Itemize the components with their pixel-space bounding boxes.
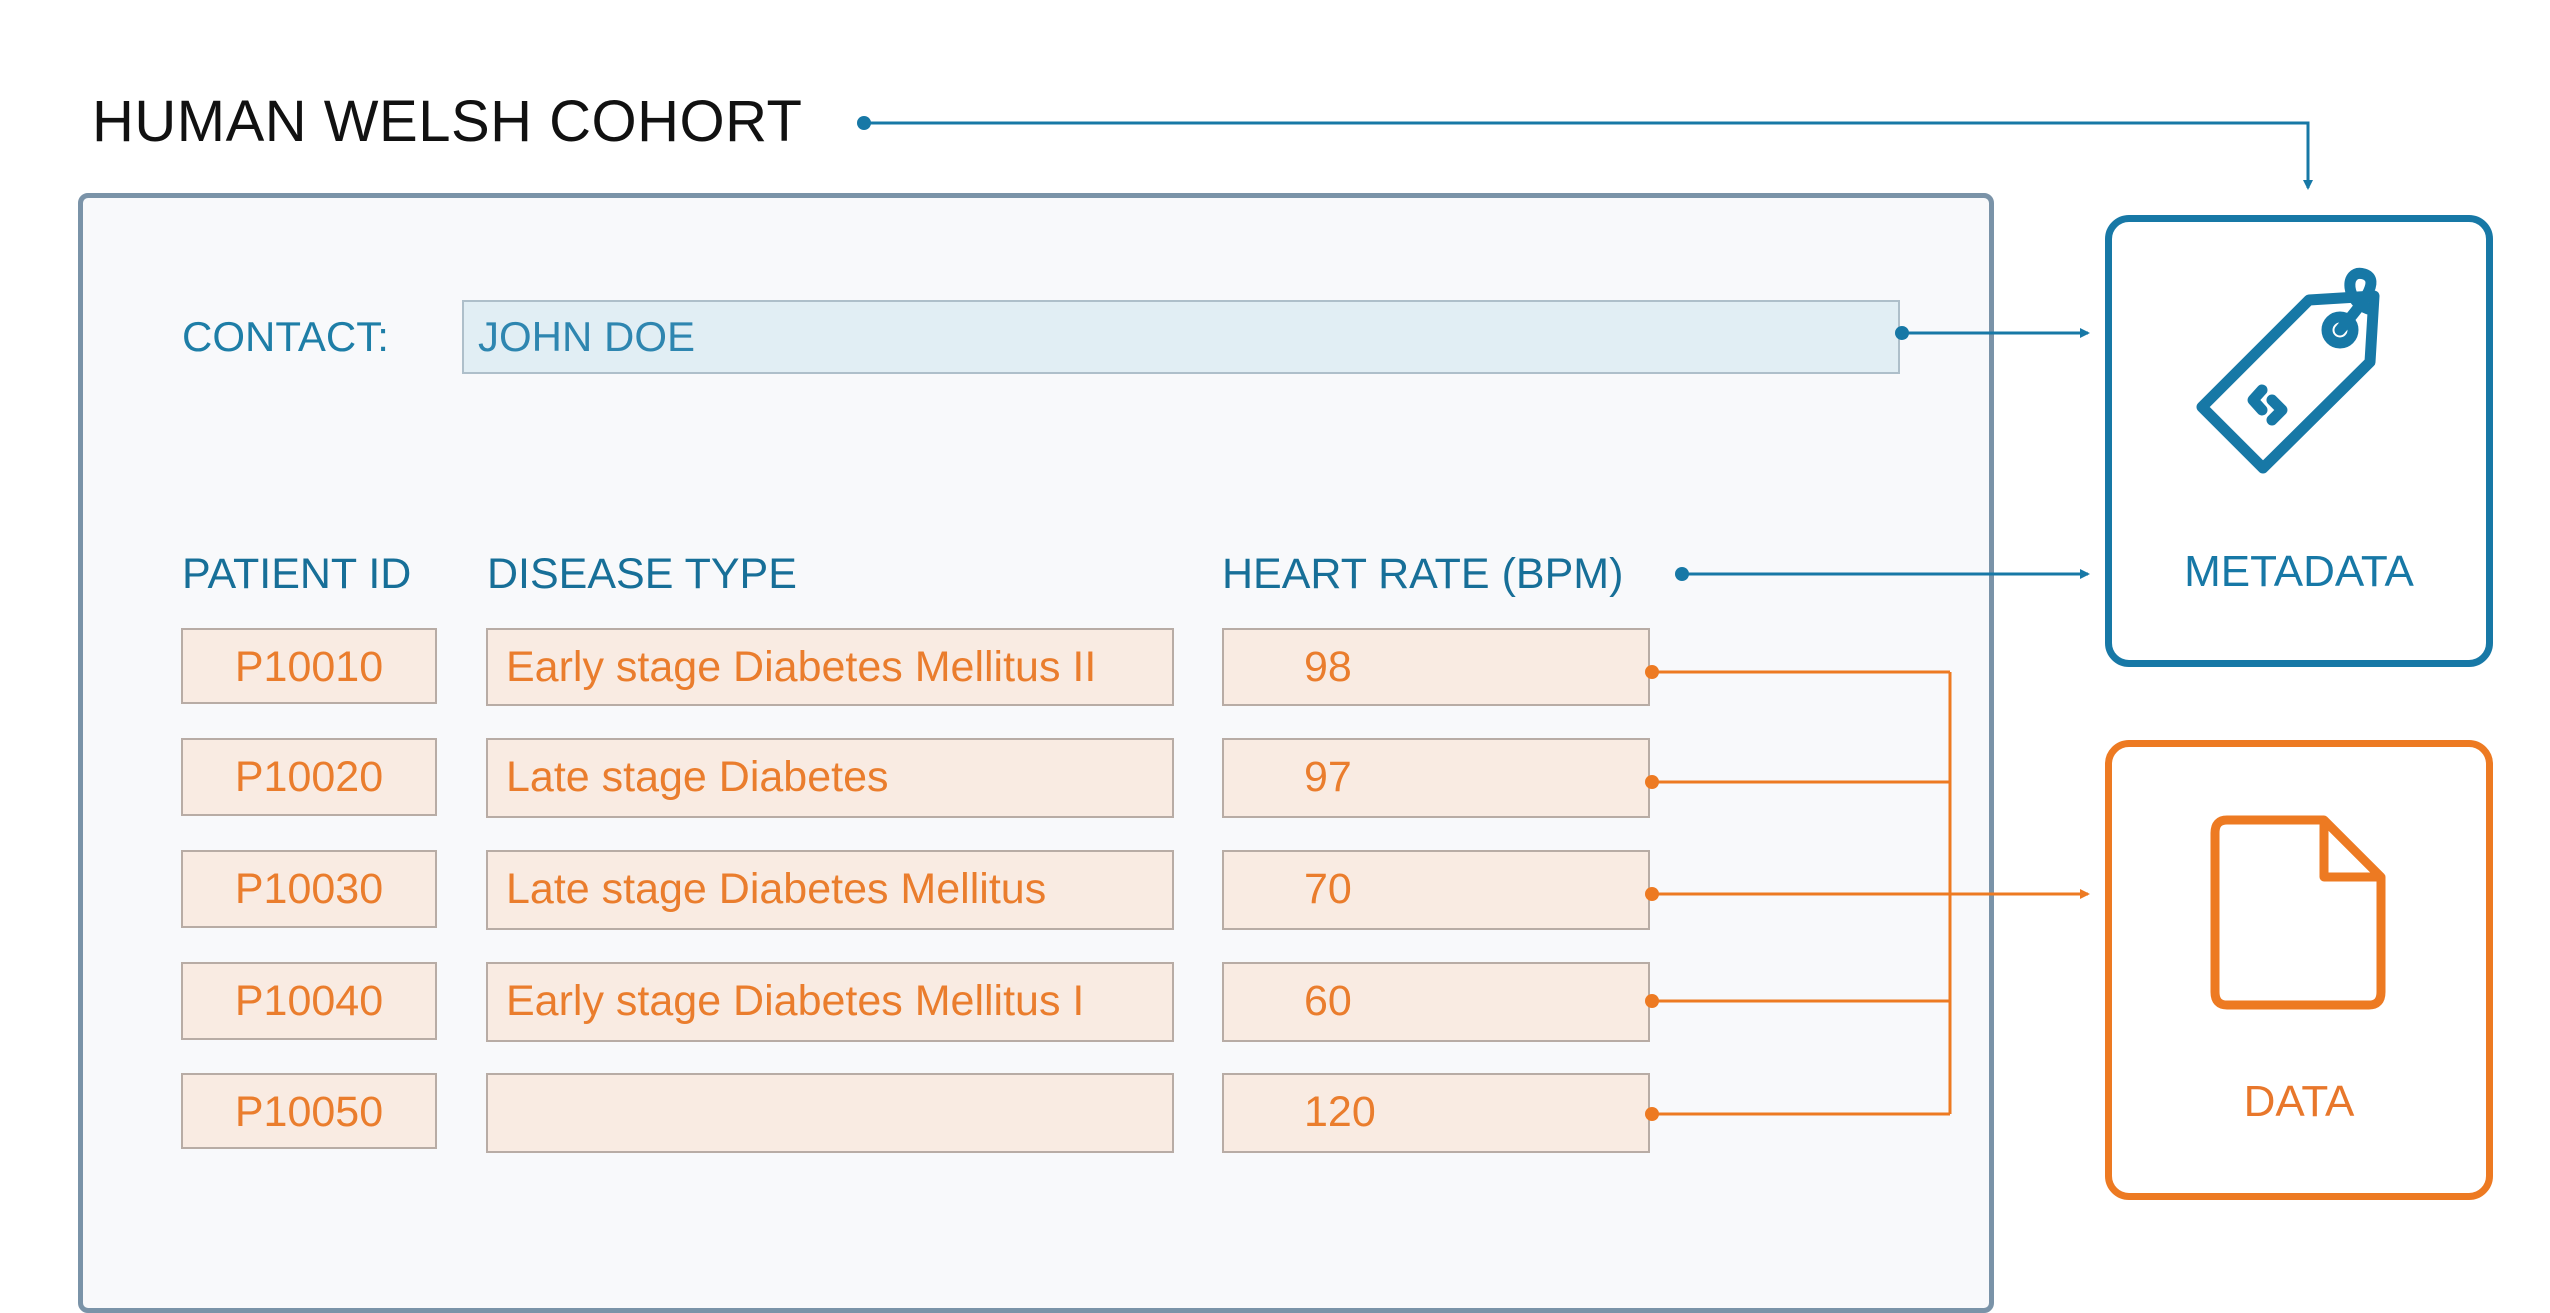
document-icon [2210,815,2386,1010]
disease-type-cell[interactable]: Early stage Diabetes Mellitus II [486,628,1174,706]
heart-rate-cell[interactable]: 120 [1222,1073,1650,1153]
disease-type-header: DISEASE TYPE [487,550,797,598]
heart-rate-cell[interactable]: 60 [1222,962,1650,1042]
heart-rate-header: HEART RATE (BPM) [1222,550,1624,598]
disease-type-cell[interactable]: Late stage Diabetes Mellitus [486,850,1174,930]
data-label: DATA [2243,1077,2355,1126]
heart-rate-cell[interactable]: 70 [1222,850,1650,930]
contact-label: CONTACT: [182,313,389,360]
tag-icon [2196,267,2380,474]
contact-field[interactable]: JOHN DOE [462,300,1900,374]
metadata-card: METADATA [2105,215,2493,667]
disease-type-cell[interactable]: Late stage Diabetes [486,738,1174,818]
title-to-metadata-arrow [857,116,2313,190]
heart-rate-cell[interactable]: 98 [1222,628,1650,706]
patient-id-cell[interactable]: P10050 [181,1073,437,1149]
patient-id-cell[interactable]: P10010 [181,628,437,704]
disease-type-cell[interactable] [486,1073,1174,1153]
patient-id-cell[interactable]: P10030 [181,850,437,928]
disease-type-cell[interactable]: Early stage Diabetes Mellitus I [486,962,1174,1042]
patient-id-cell[interactable]: P10040 [181,962,437,1040]
patient-id-header: PATIENT ID [182,550,412,598]
metadata-label: METADATA [2184,547,2414,596]
heart-rate-cell[interactable]: 97 [1222,738,1650,818]
cohort-title: HUMAN WELSH COHORT [92,89,803,154]
data-card: DATA [2105,740,2493,1200]
patient-id-cell[interactable]: P10020 [181,738,437,816]
